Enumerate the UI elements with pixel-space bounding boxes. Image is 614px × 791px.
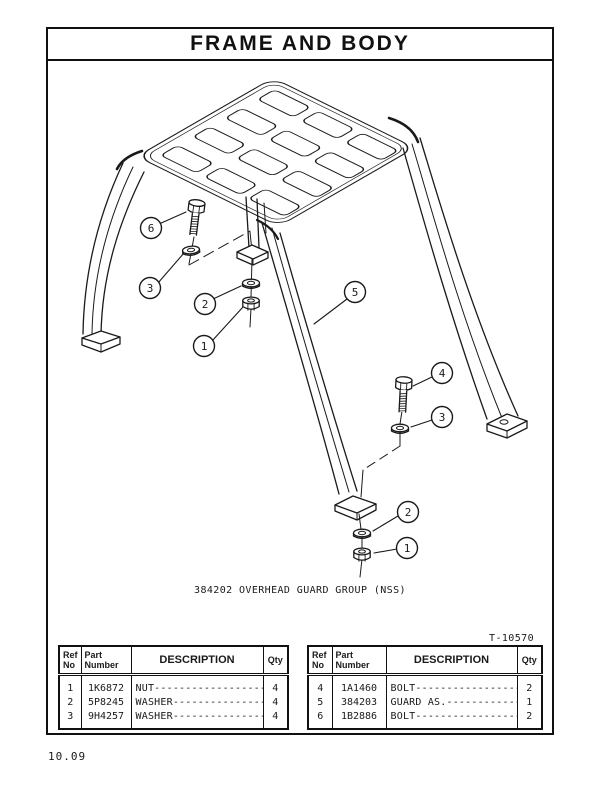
description-header: DESCRIPTION: [130, 646, 263, 676]
callout-4: 4: [430, 361, 454, 385]
section-title-bar: FRAME AND BODY: [48, 29, 552, 61]
nut-item-1-left: [242, 296, 260, 311]
table-row: 2 5P8245 WASHER--------------- 4: [59, 695, 288, 709]
page-title: FRAME AND BODY: [190, 32, 410, 55]
table-row: 6 1B2886 BOLT----------------- 2: [308, 709, 542, 729]
figure-reference-number: T-10570: [489, 633, 534, 644]
callout-2-right: 2: [396, 500, 420, 524]
callout-4-label: 4: [439, 367, 446, 380]
cell-part: 5P8245: [80, 695, 131, 709]
washer-item-3-right: [390, 423, 410, 434]
table-row: 4 1A1460 BOLT----------------- 2: [308, 674, 542, 695]
cell-desc: WASHER---------------: [130, 709, 263, 729]
description-header: DESCRIPTION: [385, 646, 517, 676]
ref-header-line2: No: [63, 660, 75, 670]
ref-header-line2: No: [312, 660, 324, 670]
guard-roof: [143, 81, 409, 223]
callout-5-label: 5: [352, 286, 359, 299]
cell-ref: 5: [317, 696, 324, 708]
leg-rear-right: [402, 137, 519, 420]
part-number-header: Part Number: [80, 646, 131, 676]
callout-6: 6: [139, 216, 163, 240]
callout-3-left: 3: [138, 276, 162, 300]
cell-qty: 4: [262, 709, 288, 729]
leg-rear-left: [82, 162, 145, 336]
part-header-line2: Number: [335, 660, 370, 670]
qty-header: Qty: [262, 646, 288, 676]
table-row: 1 1K6872 NUT------------------ 4: [59, 674, 288, 695]
ref-no-header: Ref No: [59, 646, 81, 676]
cell-ref: 3: [67, 710, 74, 722]
cell-desc: BOLT-----------------: [385, 674, 517, 695]
callout-2-right-label: 2: [405, 506, 412, 519]
part-header-line2: Number: [84, 660, 119, 670]
cell-part: 1A1460: [331, 674, 386, 695]
cell-ref: 4: [317, 682, 324, 694]
callout-2-left: 2: [193, 292, 217, 316]
front-mounting-bracket: [236, 244, 269, 266]
bolt-item-6: [184, 198, 206, 237]
leg-front-right: [261, 222, 358, 495]
cell-desc: NUT------------------: [130, 674, 263, 695]
qty-header: Qty: [516, 646, 542, 676]
part-header-line1: Part: [335, 650, 354, 660]
assembly-axis-right: [358, 410, 403, 578]
callout-6-label: 6: [148, 222, 155, 235]
cell-part: 1K6872: [80, 674, 131, 695]
cell-qty: 4: [262, 695, 288, 709]
cell-part: 1B2886: [331, 709, 386, 729]
ref-header-line1: Ref: [63, 650, 78, 660]
ref-header-line1: Ref: [312, 650, 327, 660]
cell-desc: GUARD AS.------------: [385, 695, 517, 709]
cell-desc: BOLT-----------------: [385, 709, 517, 729]
cell-ref: 2: [67, 696, 74, 708]
callout-1-right-label: 1: [404, 542, 411, 555]
callout-5: 5: [343, 280, 367, 304]
ref-no-header: Ref No: [308, 646, 332, 676]
table-header-row: Ref No Part Number DESCRIPTION Qty: [308, 646, 542, 676]
part-number-header: Part Number: [331, 646, 386, 676]
parts-table-right: Ref No Part Number DESCRIPTION Qty 4 1A1…: [307, 645, 543, 730]
page-border: FRAME AND BODY: [46, 27, 554, 735]
parts-tables: Ref No Part Number DESCRIPTION Qty 1 1K6…: [58, 645, 543, 730]
callout-1-left: 1: [192, 334, 216, 358]
cell-part: 9H4257: [80, 709, 131, 729]
parts-table-left: Ref No Part Number DESCRIPTION Qty 1 1K6…: [58, 645, 289, 730]
washer-item-2-left: [241, 278, 261, 289]
nut-item-1-right: [353, 547, 371, 562]
bolt-item-4: [393, 375, 413, 414]
foot-rear-left: [81, 330, 121, 353]
front-mounting-post: [245, 196, 267, 249]
callout-3-right: 3: [430, 405, 454, 429]
cell-qty: 1: [516, 695, 542, 709]
table-row: 5 384203 GUARD AS.------------ 1: [308, 695, 542, 709]
cell-ref: 1: [67, 682, 74, 694]
cell-desc: WASHER---------------: [130, 695, 263, 709]
foot-front: [334, 495, 377, 521]
foot-rear-right: [486, 413, 528, 439]
callout-balloons: 6 3 2 1 5 4 3: [138, 216, 454, 560]
washer-item-2-right: [352, 528, 372, 539]
cell-qty: 2: [516, 709, 542, 729]
part-header-line1: Part: [84, 650, 103, 660]
roof-corner-edges: [115, 116, 420, 241]
figure-caption: 384202 OVERHEAD GUARD GROUP (NSS): [194, 585, 406, 596]
callout-2-left-label: 2: [202, 298, 209, 311]
roof-vent-holes: [162, 90, 397, 216]
callout-3-left-label: 3: [147, 282, 154, 295]
table-header-row: Ref No Part Number DESCRIPTION Qty: [59, 646, 288, 676]
cell-part: 384203: [331, 695, 386, 709]
cell-ref: 6: [317, 710, 324, 722]
table-row: 3 9H4257 WASHER--------------- 4: [59, 709, 288, 729]
page-number: 10.09: [48, 750, 87, 763]
cell-qty: 4: [262, 674, 288, 695]
callout-leader-lines: [157, 211, 433, 554]
callout-1-left-label: 1: [201, 340, 208, 353]
callout-1-right: 1: [395, 536, 419, 560]
callout-3-right-label: 3: [439, 411, 446, 424]
cell-qty: 2: [516, 674, 542, 695]
